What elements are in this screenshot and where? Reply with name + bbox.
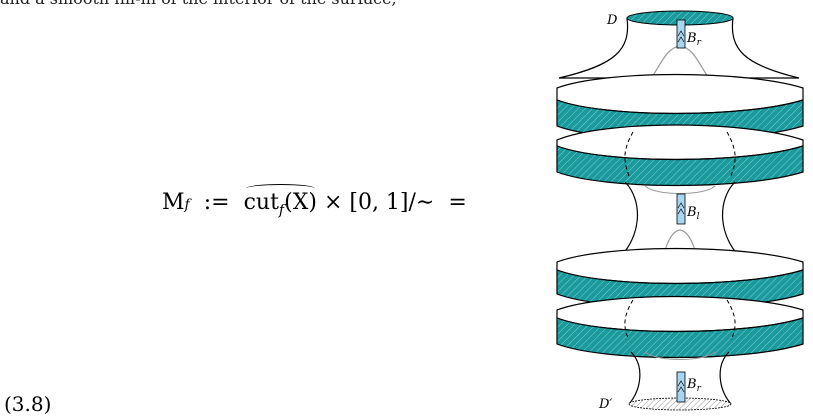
band-bottom [676, 371, 686, 403]
band-middle [676, 193, 686, 225]
preceding-text-fragment: and a smooth fill-in of the interior of … [0, 0, 397, 8]
label-Br-top: Br [686, 31, 702, 48]
eq-lhs-main: M [162, 190, 185, 215]
eq-cut-text: cut [243, 190, 279, 215]
label-D: D [606, 13, 618, 28]
slab-3 [556, 247, 804, 309]
band-top [676, 19, 686, 49]
mapping-torus-figure: D D′ Br Bl Br [556, 10, 804, 412]
bottom-disk-D-prime [628, 397, 732, 411]
eq-cut-arg: (X) [284, 190, 317, 215]
slab-2 [556, 124, 804, 187]
label-Br-bottom: Br [686, 377, 702, 394]
equation-number: (3.8) [4, 392, 52, 416]
slab-4 [556, 295, 804, 359]
label-D-prime: D′ [598, 397, 612, 412]
eq-cut-sub: f [278, 202, 285, 219]
eq-cut-hat: cutf(X) [243, 183, 317, 219]
eq-equals: = [448, 190, 467, 215]
label-Bl: Bl [686, 205, 700, 222]
bottom-neck [628, 351, 732, 411]
eq-times-interval: × [0, 1]/∼ [323, 190, 435, 215]
eq-lhs-sub: f [184, 197, 190, 213]
eq-defeq: := [203, 190, 230, 215]
